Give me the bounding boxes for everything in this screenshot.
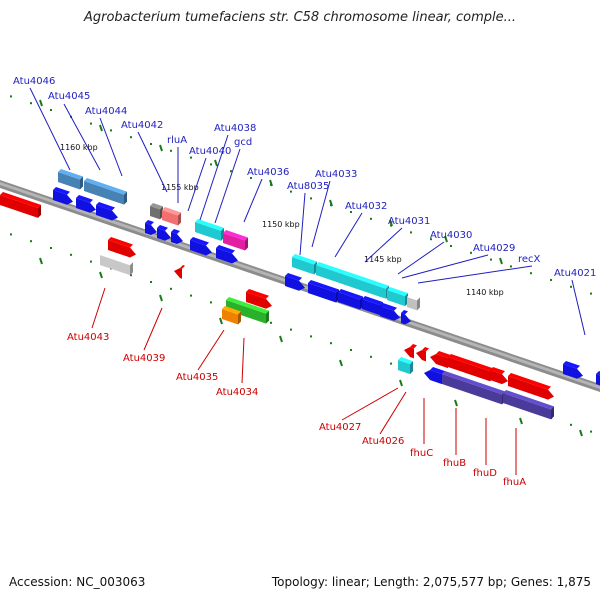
gene-feature[interactable] (416, 347, 429, 362)
gene-label-atu4033[interactable]: Atu4033 (315, 169, 357, 180)
gene-feature[interactable] (362, 296, 383, 316)
gene-feature[interactable] (0, 192, 41, 218)
map-title: Agrobacterium tumefaciens str. C58 chrom… (83, 10, 517, 25)
gene-feature[interactable] (308, 280, 339, 303)
gene-feature[interactable] (171, 229, 183, 245)
gene-feature[interactable] (96, 202, 118, 221)
gene-label-atu4021[interactable]: Atu4021 (554, 268, 596, 279)
gene-label-fhud[interactable]: fhuD (473, 468, 497, 479)
genome-summary-text: Topology: linear; Length: 2,075,577 bp; … (271, 575, 591, 589)
gene-feature[interactable] (150, 203, 163, 220)
lower-gene-labels: Atu4043 Atu4039 Atu4035 Atu4034 Atu4027 … (67, 332, 526, 488)
gene-feature[interactable] (404, 344, 417, 359)
gene-feature[interactable] (58, 169, 83, 190)
gene-feature[interactable] (216, 245, 238, 264)
gene-label-fhuc[interactable]: fhuC (410, 448, 433, 459)
kbp-label-1160: 1160 kbp (60, 143, 98, 152)
gene-feature[interactable] (292, 254, 317, 275)
gene-feature[interactable] (563, 361, 583, 379)
gene-feature[interactable] (145, 220, 157, 236)
gene-label-atu4030[interactable]: Atu4030 (430, 230, 472, 241)
gene-feature[interactable] (222, 306, 241, 325)
gene-feature[interactable] (407, 294, 420, 311)
kbp-label-1155: 1155 kbp (161, 183, 199, 192)
gene-feature[interactable] (401, 310, 411, 325)
gene-feature[interactable] (424, 367, 445, 385)
gene-label-atu4031[interactable]: Atu4031 (388, 216, 430, 227)
gene-feature[interactable] (195, 219, 224, 241)
gene-feature[interactable] (387, 287, 408, 307)
gene-label-atu4039[interactable]: Atu4039 (123, 353, 165, 364)
kbp-label-1150: 1150 kbp (262, 220, 300, 229)
gene-label-atu8035[interactable]: Atu8035 (287, 181, 329, 192)
gene-label-rlua[interactable]: rluA (167, 135, 187, 146)
gene-feature[interactable] (596, 371, 600, 386)
gene-features (0, 169, 600, 420)
gene-label-atu4042[interactable]: Atu4042 (121, 120, 163, 131)
scale-ticks (10, 95, 592, 437)
gene-label-atu4034[interactable]: Atu4034 (216, 387, 258, 398)
gene-feature[interactable] (76, 195, 96, 213)
gene-label-fhub[interactable]: fhuB (443, 458, 466, 469)
gene-feature[interactable] (508, 373, 554, 400)
gene-feature[interactable] (84, 178, 127, 205)
kbp-labels: 1160 kbp 1155 kbp 1150 kbp 1145 kbp 1140… (60, 143, 504, 297)
gene-label-recx[interactable]: recX (518, 254, 541, 265)
gene-feature[interactable] (223, 230, 248, 251)
gene-label-atu4029[interactable]: Atu4029 (473, 243, 515, 254)
gene-feature[interactable] (430, 351, 451, 369)
gene-label-atu4038[interactable]: Atu4038 (214, 123, 256, 134)
gene-feature[interactable] (490, 367, 508, 385)
gene-label-atu4035[interactable]: Atu4035 (176, 372, 218, 383)
upper-gene-labels: Atu4046 Atu4045 Atu4044 Atu4042 rluA Atu… (13, 76, 596, 279)
gene-label-atu4045[interactable]: Atu4045 (48, 91, 90, 102)
gene-label-atu4036[interactable]: Atu4036 (247, 167, 289, 178)
gene-label-atu4027[interactable]: Atu4027 (319, 422, 361, 433)
gene-feature[interactable] (398, 357, 413, 375)
gene-feature[interactable] (100, 252, 133, 276)
gene-label-gcd[interactable]: gcd (234, 137, 252, 148)
gene-label-atu4026[interactable]: Atu4026 (362, 436, 404, 447)
gene-feature[interactable] (380, 303, 400, 321)
gene-label-atu4044[interactable]: Atu4044 (85, 106, 127, 117)
gene-feature[interactable] (174, 265, 185, 279)
gene-feature[interactable] (503, 390, 554, 420)
gene-feature[interactable] (190, 237, 212, 256)
gene-feature[interactable] (157, 225, 171, 241)
gene-feature[interactable] (246, 289, 272, 309)
gene-feature[interactable] (53, 187, 73, 205)
gene-label-atu4032[interactable]: Atu4032 (345, 201, 387, 212)
accession-text: Accession: NC_003063 (9, 575, 146, 589)
gene-label-atu4040[interactable]: Atu4040 (189, 146, 231, 157)
label-leader-lines (29, 87, 586, 475)
gene-feature[interactable] (108, 237, 136, 258)
gene-feature[interactable] (162, 207, 181, 226)
gene-label-fhua[interactable]: fhuA (503, 477, 526, 488)
gene-label-atu4043[interactable]: Atu4043 (67, 332, 109, 343)
kbp-label-1145: 1145 kbp (364, 255, 402, 264)
gene-label-atu4046[interactable]: Atu4046 (13, 76, 55, 87)
gene-feature[interactable] (226, 297, 269, 324)
kbp-label-1140: 1140 kbp (466, 288, 504, 297)
gene-feature[interactable] (285, 273, 305, 291)
